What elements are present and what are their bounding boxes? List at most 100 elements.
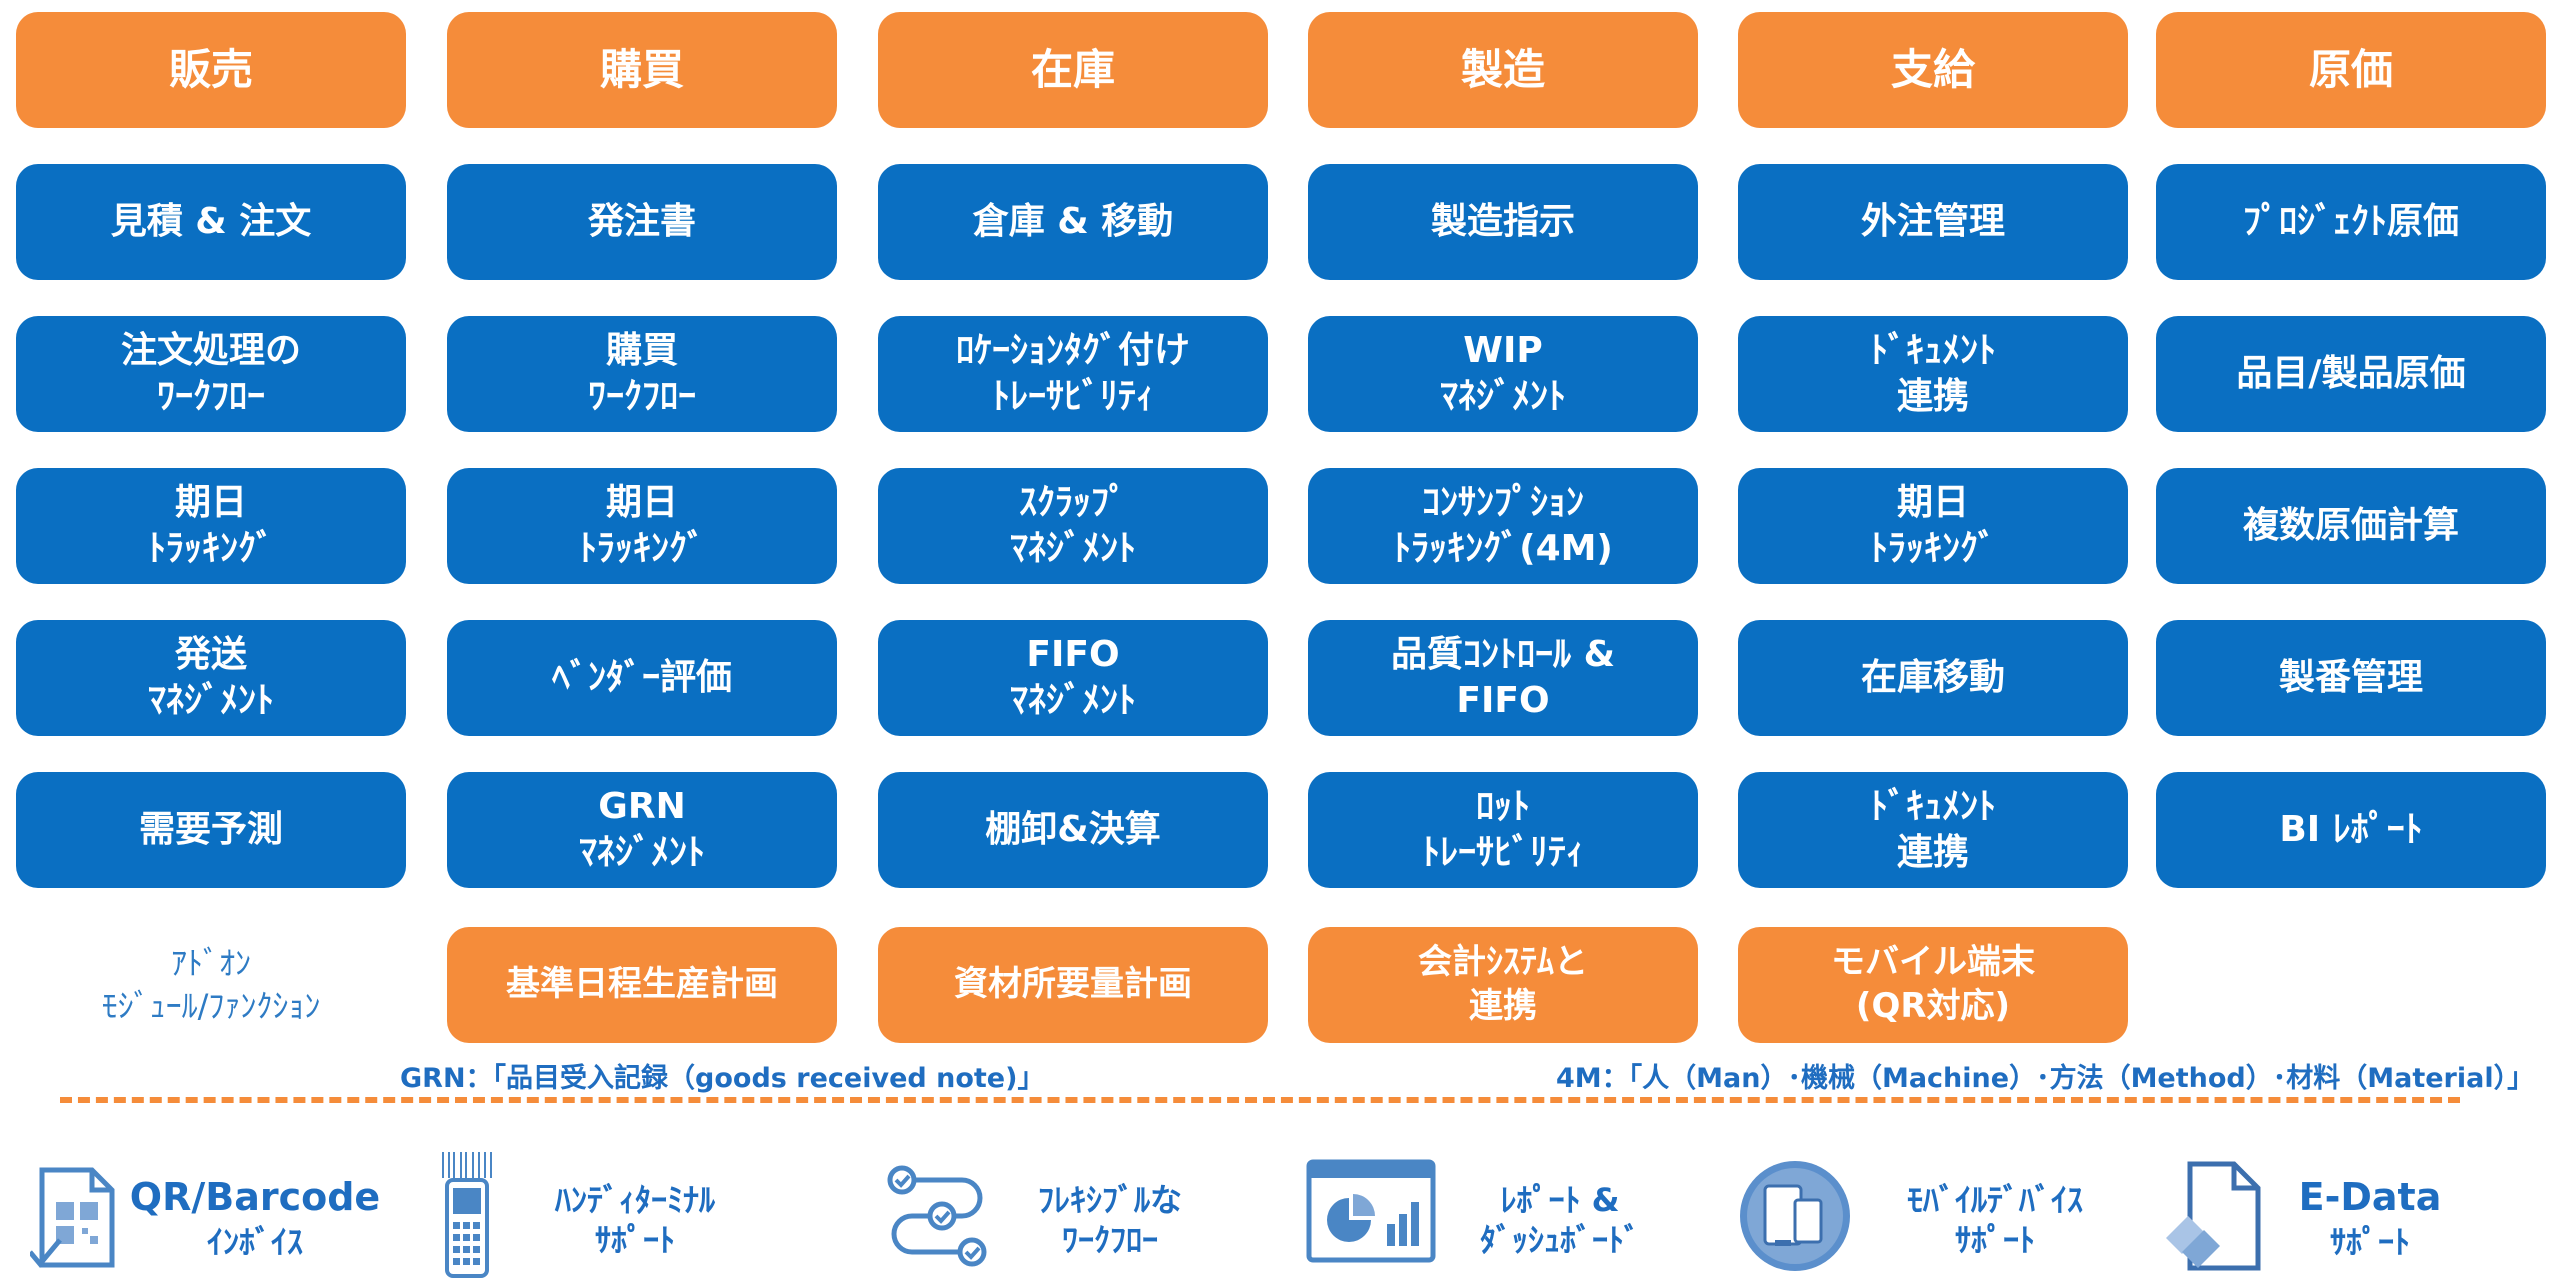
grn-note: GRN：「品目受入記録（goods received note)」 [400, 1063, 1045, 1094]
feature-workflow: ﾌﾚｷｼﾌﾞﾙな ﾜｰｸﾌﾛｰ [870, 1150, 1230, 1280]
feature-box-line: ﾄﾗｯｷﾝｸﾞ [1870, 528, 1996, 569]
module-header: 製造 [1308, 12, 1698, 128]
feature-box-line: 製造指示 [1430, 200, 1575, 242]
module-header: 支給 [1738, 12, 2128, 128]
feature-box: 品目/製品原価 [2156, 316, 2546, 432]
handheld-terminal-icon [442, 1152, 492, 1278]
feature-line: ｲﾝﾎﾞｲｽ [206, 1222, 303, 1261]
feature-line: ﾚﾎﾟｰﾄ & [1500, 1181, 1620, 1219]
edata-document-icon [2166, 1161, 2261, 1271]
feature-box: ｽｸﾗｯﾌﾟ ﾏﾈｼﾞﾒﾝﾄ [878, 468, 1268, 584]
feature-box: 需要予測 [16, 772, 406, 888]
module-header-label: 在庫 [1030, 45, 1115, 95]
feature-box: 発注書 [447, 164, 837, 280]
feature-box-line: ﾄﾞｷｭﾒﾝﾄ [1870, 329, 1996, 371]
feature-box-line: 発送 [174, 633, 247, 675]
feature-box-line: 発注書 [587, 200, 696, 242]
module-header-label: 製造 [1460, 45, 1545, 95]
feature-box-line: 連携 [1896, 376, 1969, 417]
feature-box-line: ﾄﾗｯｷﾝｸﾞ [148, 528, 274, 569]
feature-box: WIP ﾏﾈｼﾞﾒﾝﾄ [1308, 316, 1698, 432]
feature-box-line: 期日 [174, 481, 247, 523]
feature-line: E-Data [2298, 1175, 2442, 1220]
feature-edata: E-Data ｻﾎﾟｰﾄ [2160, 1150, 2500, 1280]
feature-box-line: 棚卸&決算 [985, 808, 1161, 850]
module-header: 原価 [2156, 12, 2546, 128]
feature-box: 期日 ﾄﾗｯｷﾝｸﾞ [447, 468, 837, 584]
addon-box-line: 基準日程生産計画 [506, 964, 778, 1005]
feature-box-line: 見積 & 注文 [110, 200, 312, 242]
dashboard-icon [1306, 1159, 1436, 1263]
addon-box-line: (QR対応) [1855, 986, 2011, 1026]
feature-line: QR/Barcode [129, 1175, 381, 1220]
feature-box-line: ﾏﾈｼﾞﾒﾝﾄ [1440, 376, 1566, 417]
feature-box-line: 品目/製品原価 [2236, 352, 2466, 394]
feature-line: ﾜｰｸﾌﾛｰ [1061, 1221, 1158, 1259]
feature-box: ﾛｹｰｼｮﾝﾀｸﾞ付けﾄﾚｰｻﾋﾞﾘﾃｨ [878, 316, 1268, 432]
feature-box-line: FIFO [1026, 633, 1120, 675]
fourm-note: 4M：「人（Man）･機械（Machine）･方法（Method）･材料（Mat… [1556, 1063, 2535, 1094]
feature-line: ﾊﾝﾃﾞｨﾀｰﾐﾅﾙ [554, 1181, 715, 1219]
addon-box-line: 連携 [1469, 986, 1537, 1026]
feature-line: ﾌﾚｷｼﾌﾞﾙな [1037, 1181, 1182, 1219]
addon-box-line: 資材所要量計画 [954, 964, 1192, 1005]
feature-box: 期日ﾄﾗｯｷﾝｸﾞ [1738, 468, 2128, 584]
feature-box-line: ﾜｰｸﾌﾛｰ [157, 376, 265, 417]
feature-box-line: ﾏﾈｼﾞﾒﾝﾄ [579, 832, 705, 873]
feature-qr-invoice: QR/Barcode ｲﾝﾎﾞｲｽ [30, 1150, 390, 1280]
feature-line: ｻﾎﾟｰﾄ [594, 1221, 675, 1259]
feature-box-line: 外注管理 [1860, 200, 2005, 242]
feature-box-line: ｽｸﾗｯﾌﾟ [1019, 481, 1127, 523]
feature-box: BI ﾚﾎﾟｰﾄ [2156, 772, 2546, 888]
feature-box-line: 倉庫 & 移動 [972, 200, 1174, 242]
feature-line: ｻﾎﾟｰﾄ [1954, 1221, 2035, 1259]
feature-line: ﾀﾞｯｼｭﾎﾞｰﾄﾞ [1479, 1221, 1640, 1259]
feature-box-line: ﾄﾗｯｷﾝｸﾞ(4M) [1393, 528, 1613, 569]
feature-box-line: BI ﾚﾎﾟｰﾄ [2279, 808, 2423, 850]
feature-box: 品質ｺﾝﾄﾛｰﾙ &FIFO [1308, 620, 1698, 736]
feature-box: 製造指示 [1308, 164, 1698, 280]
mobile-device-icon [1740, 1161, 1850, 1271]
feature-box: 棚卸&決算 [878, 772, 1268, 888]
module-header: 在庫 [878, 12, 1268, 128]
feature-box-line: ﾄﾚｰｻﾋﾞﾘﾃｨ [1422, 832, 1584, 873]
feature-box: 外注管理 [1738, 164, 2128, 280]
feature-box-line: ｺﾝｻﾝﾌﾟｼｮﾝ [1422, 481, 1584, 523]
workflow-icon [887, 1165, 987, 1267]
feature-box-line: 需要予測 [138, 808, 283, 850]
feature-box: 倉庫 & 移動 [878, 164, 1268, 280]
module-header-label: 販売 [168, 45, 253, 95]
feature-box: 見積 & 注文 [16, 164, 406, 280]
feature-box-line: WIP [1463, 329, 1543, 371]
feature-handheld: ﾊﾝﾃﾞｨﾀｰﾐﾅﾙ ｻﾎﾟｰﾄ [430, 1150, 770, 1280]
feature-box: 発送ﾏﾈｼﾞﾒﾝﾄ [16, 620, 406, 736]
feature-box: 複数原価計算 [2156, 468, 2546, 584]
feature-box-line: ﾛｯﾄ [1476, 785, 1530, 827]
feature-box-line: ﾄﾞｷｭﾒﾝﾄ [1870, 785, 1996, 827]
addon-box-line: モバイル端末 [1831, 942, 2035, 983]
feature-box: ﾛｯﾄ ﾄﾚｰｻﾋﾞﾘﾃｨ [1308, 772, 1698, 888]
module-header: 購買 [447, 12, 837, 128]
feature-box: ﾄﾞｷｭﾒﾝﾄ連携 [1738, 772, 2128, 888]
feature-box-line: 製番管理 [2278, 656, 2423, 698]
feature-box: 在庫移動 [1738, 620, 2128, 736]
module-header-label: 原価 [2308, 45, 2393, 95]
feature-box: ﾄﾞｷｭﾒﾝﾄ 連携 [1738, 316, 2128, 432]
feature-box: GRN ﾏﾈｼﾞﾒﾝﾄ [447, 772, 837, 888]
feature-box-line: ﾏﾈｼﾞﾒﾝﾄ [1010, 528, 1136, 569]
feature-box-line: 期日 [605, 481, 678, 523]
feature-box-line: ﾌﾟﾛｼﾞｪｸﾄ原価 [2242, 200, 2459, 242]
addon-box: 資材所要量計画 [878, 927, 1268, 1043]
addon-box: 基準日程生産計画 [447, 927, 837, 1043]
feature-box-line: ﾍﾞﾝﾀﾞｰ評価 [551, 656, 732, 698]
feature-box-line: ﾜｰｸﾌﾛｰ [588, 376, 696, 417]
module-header-label: 購買 [599, 45, 684, 95]
feature-box-line: ﾛｹｰｼｮﾝﾀｸﾞ付け [955, 329, 1190, 371]
feature-box-line: ﾄﾗｯｷﾝｸﾞ [579, 528, 705, 569]
feature-mobile: ﾓﾊﾞｲﾙﾃﾞﾊﾞｲｽ ｻﾎﾟｰﾄ [1735, 1150, 2135, 1280]
addon-label-line: ｱﾄﾞｵﾝ [170, 943, 251, 982]
addon-box: 会計ｼｽﾃﾑと連携 [1308, 927, 1698, 1043]
feature-box-line: 品質ｺﾝﾄﾛｰﾙ & [1391, 633, 1615, 675]
feature-box-line: GRN [598, 785, 686, 827]
feature-box: ﾍﾞﾝﾀﾞｰ評価 [447, 620, 837, 736]
